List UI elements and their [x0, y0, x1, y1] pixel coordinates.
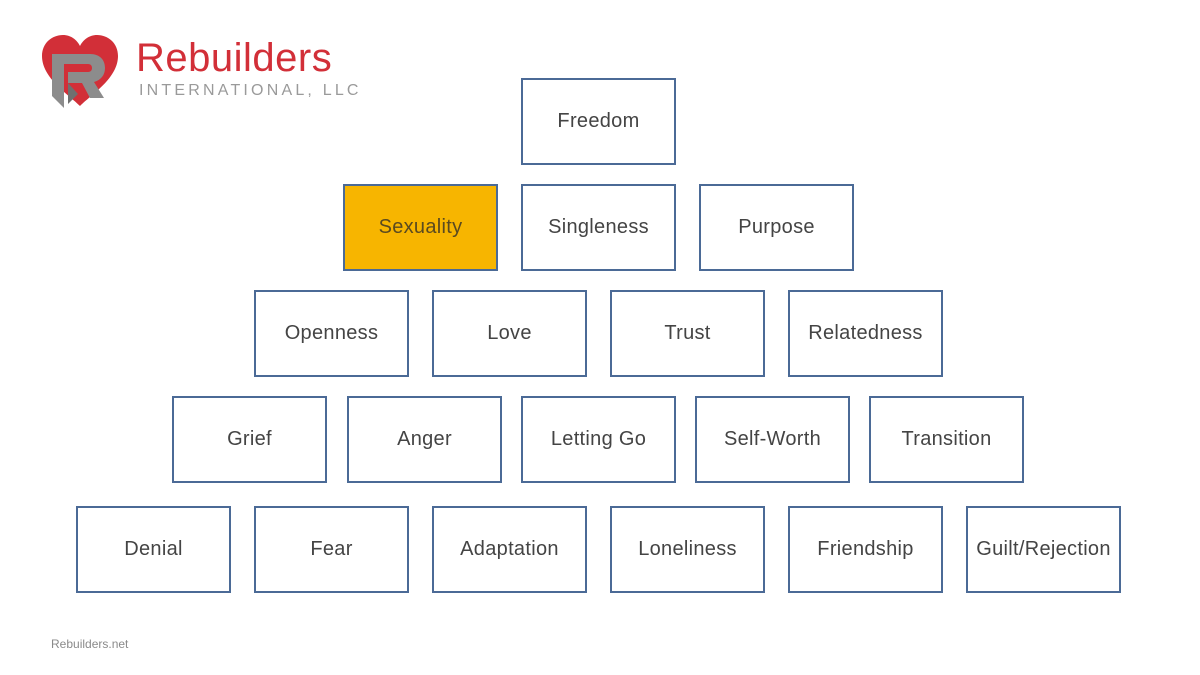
- pyramid-box-freedom: Freedom: [521, 78, 676, 165]
- box-label: Loneliness: [638, 538, 737, 560]
- pyramid-box-adaptation: Adaptation: [432, 506, 587, 593]
- box-label: Transition: [901, 428, 992, 450]
- box-label: Singleness: [548, 216, 649, 238]
- heart-r-icon: [42, 35, 118, 108]
- box-label: Letting Go: [550, 428, 647, 450]
- pyramid-box-trust: Trust: [610, 290, 765, 377]
- pyramid-box-letting-go: Letting Go: [521, 396, 676, 483]
- pyramid-box-self-worth: Self-Worth: [695, 396, 850, 483]
- box-label: Denial: [124, 538, 183, 560]
- box-label: Guilt/Rejection: [976, 538, 1111, 560]
- box-label: Sexuality: [378, 216, 463, 238]
- box-label: Adaptation: [460, 538, 559, 560]
- box-label: Anger: [397, 428, 452, 450]
- pyramid-box-singleness: Singleness: [521, 184, 676, 271]
- pyramid-box-grief: Grief: [172, 396, 327, 483]
- pyramid-box-sexuality: Sexuality: [343, 184, 498, 271]
- pyramid-box-loneliness: Loneliness: [610, 506, 765, 593]
- box-label: Freedom: [557, 110, 640, 132]
- footer-url: Rebuilders.net: [51, 637, 129, 651]
- pyramid-box-friendship: Friendship: [788, 506, 943, 593]
- box-label: Love: [487, 322, 532, 344]
- box-label: Grief: [227, 428, 272, 450]
- box-label: Relatedness: [808, 322, 923, 344]
- pyramid-box-fear: Fear: [254, 506, 409, 593]
- logo-subtitle: INTERNATIONAL, LLC: [139, 82, 362, 99]
- pyramid-box-openness: Openness: [254, 290, 409, 377]
- pyramid-box-relatedness: Relatedness: [788, 290, 943, 377]
- box-label: Trust: [664, 322, 711, 344]
- pyramid-box-love: Love: [432, 290, 587, 377]
- box-label: Purpose: [738, 216, 815, 238]
- pyramid-box-purpose: Purpose: [699, 184, 854, 271]
- pyramid-box-transition: Transition: [869, 396, 1024, 483]
- pyramid-box-guilt-rejection: Guilt/Rejection: [966, 506, 1121, 593]
- pyramid-box-denial: Denial: [76, 506, 231, 593]
- box-label: Friendship: [817, 538, 914, 560]
- pyramid-box-anger: Anger: [347, 396, 502, 483]
- box-label: Self-Worth: [723, 428, 822, 450]
- box-label: Openness: [284, 322, 379, 344]
- box-label: Fear: [310, 538, 353, 560]
- logo: Rebuilders INTERNATIONAL, LLC: [38, 32, 378, 112]
- logo-title: Rebuilders: [136, 36, 333, 80]
